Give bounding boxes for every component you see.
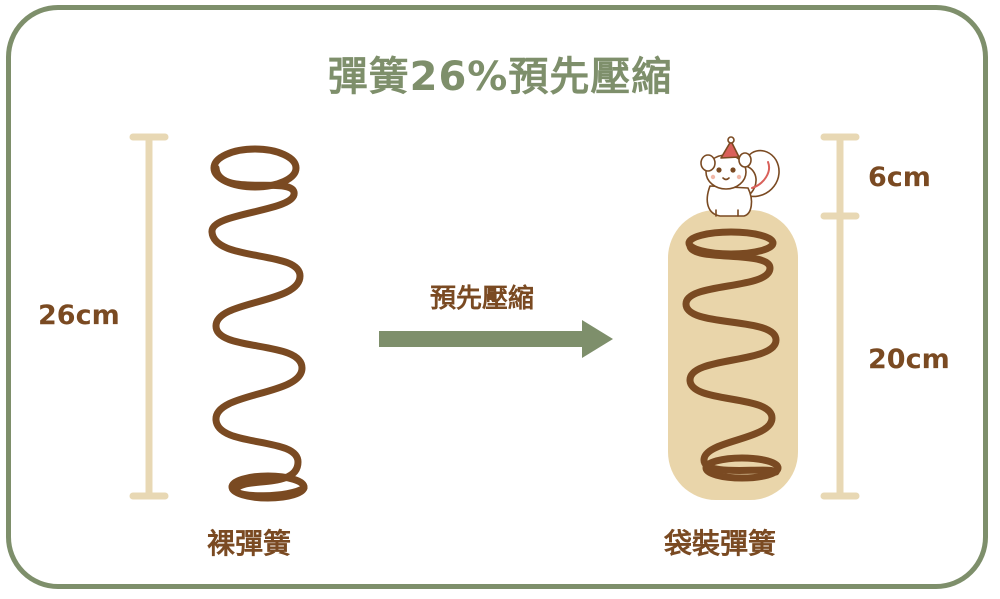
arrow-label: 預先壓縮 bbox=[430, 284, 535, 314]
diagram-frame bbox=[6, 5, 988, 589]
pocketed-spring bbox=[682, 228, 782, 482]
diagram-title: 彈簧26%預先壓縮 bbox=[327, 54, 673, 100]
right-dimension-bar bbox=[820, 133, 860, 500]
compression-arrow bbox=[379, 320, 613, 358]
left-dimension-label: 26cm bbox=[38, 300, 120, 331]
pocketed-spring-caption: 袋裝彈簧 bbox=[664, 527, 777, 560]
bottom-dimension-label: 20cm bbox=[868, 344, 950, 375]
bare-spring bbox=[208, 145, 308, 502]
squirrel-mascot-icon bbox=[700, 136, 780, 217]
top-dimension-label: 6cm bbox=[868, 162, 931, 193]
left-dimension-bar bbox=[129, 133, 169, 500]
bare-spring-caption: 裸彈簧 bbox=[207, 527, 292, 560]
